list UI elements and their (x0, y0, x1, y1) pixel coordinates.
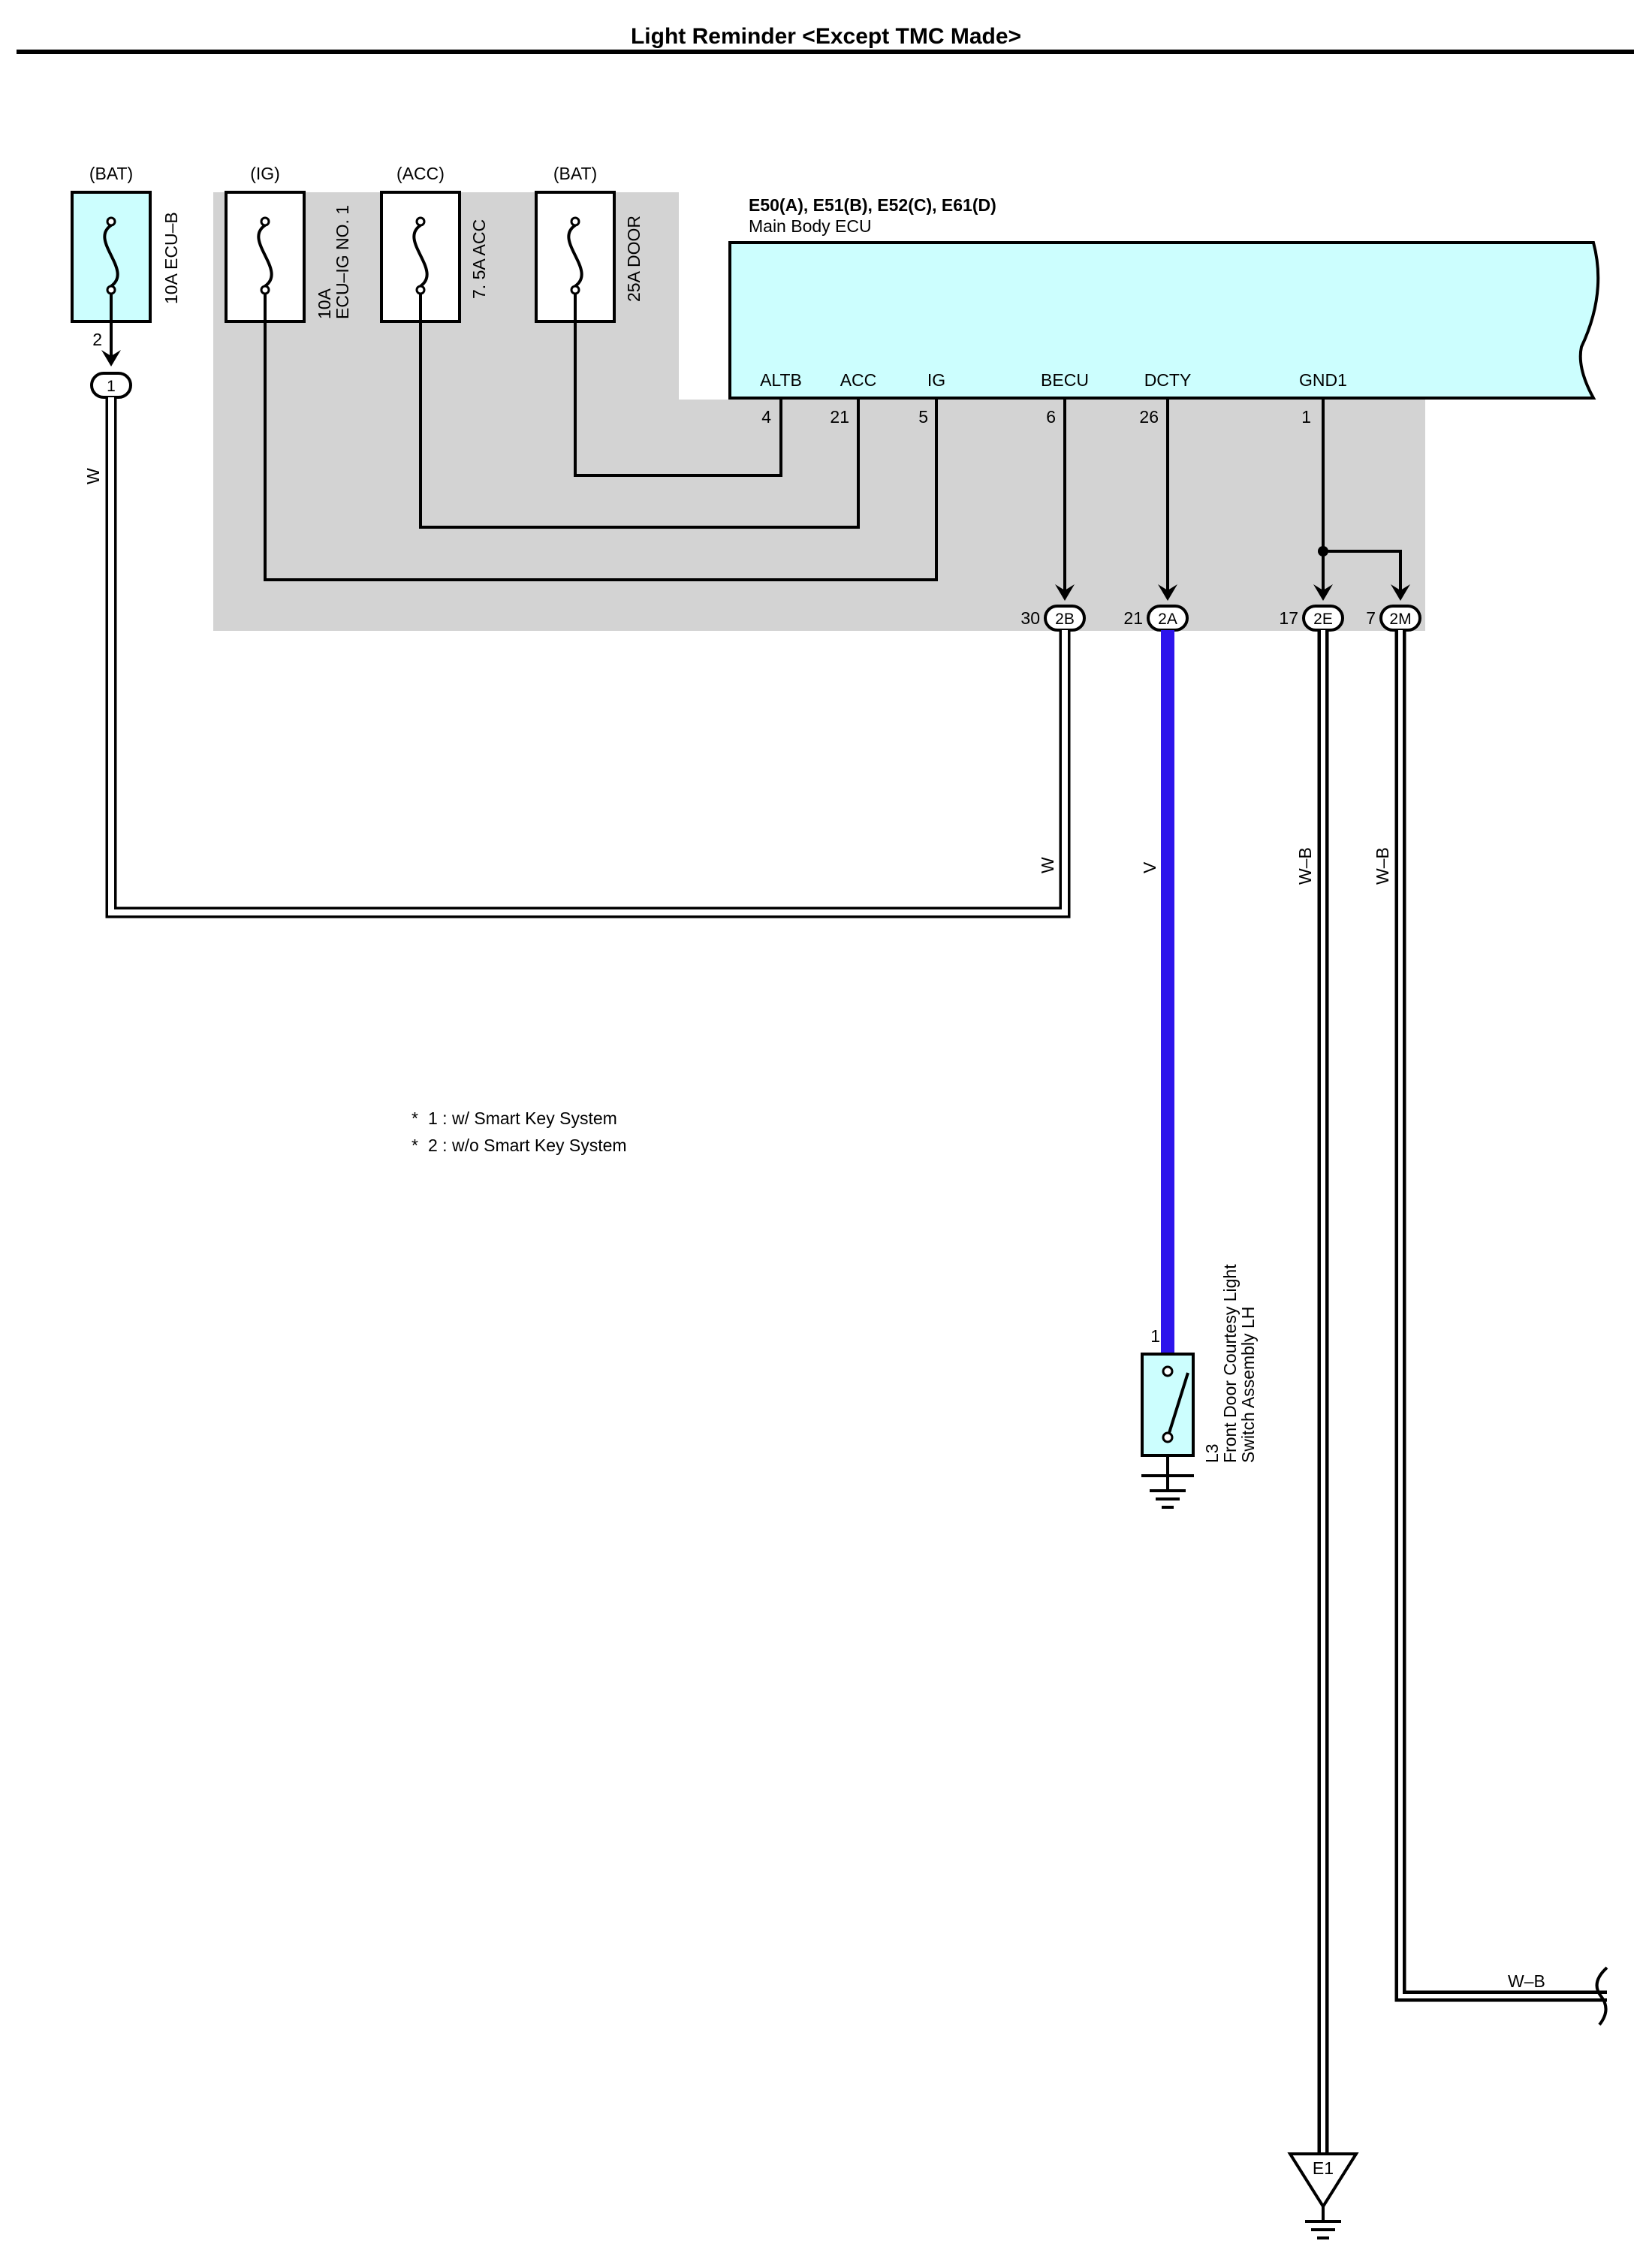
off-page-break-icon (1595, 1966, 1608, 2026)
note-1: 1 : w/ Smart Key System (428, 1108, 617, 1128)
title-rule (17, 50, 1634, 54)
fuse4-source: (BAT) (553, 164, 597, 183)
wire-ig-to-ig (264, 321, 938, 581)
fuse2-rating: 10A (315, 288, 334, 319)
pin-dcty: 26 (1139, 407, 1159, 427)
fuse1-rating: 10A ECU–B (161, 212, 181, 304)
pin-ig: 5 (918, 407, 928, 427)
fuse-door (535, 191, 616, 323)
fuse3-source: (ACC) (396, 164, 445, 183)
wire-wb-out-core (1398, 630, 1607, 1998)
wire-gnd1-out (1322, 400, 1402, 592)
junction-2m-pin: 7 (1366, 608, 1376, 628)
note-2: 2 : w/o Smart Key System (428, 1136, 627, 1155)
terminal-becu: BECU (1041, 370, 1089, 390)
switch-pin: 1 (1150, 1326, 1160, 1346)
terminal-acc: ACC (840, 370, 877, 390)
junction-2e-pin: 17 (1279, 608, 1298, 628)
wire-wb2-label: W–B (1373, 847, 1392, 885)
pin-altb: 4 (761, 407, 771, 427)
terminal-dcty: DCTY (1144, 370, 1192, 390)
wire-wb1-label: W–B (1295, 847, 1315, 885)
switch-contact-bottom-icon (1162, 1431, 1174, 1443)
arrow-2m-icon (1391, 584, 1410, 601)
ecu-connectors-label: E50(A), E51(B), E52(C), E61(D) (749, 195, 996, 215)
page-title: Light Reminder <Except TMC Made> (631, 24, 1021, 49)
fuse3-rating: 7. 5A ACC (469, 219, 489, 299)
wire-w-loop-core (108, 397, 1068, 915)
pin-gnd1: 1 (1301, 407, 1311, 427)
switch-lever-icon (1168, 1372, 1189, 1434)
junction-2b-label: 2B (1055, 611, 1075, 628)
gnd1-splice-dot (1318, 546, 1328, 556)
junction-2m-label: 2M (1389, 611, 1411, 628)
ground-e1 (1287, 2152, 1359, 2209)
note-2-asterisk: * (411, 1136, 418, 1155)
switch-code: L3 (1202, 1443, 1222, 1463)
junction-2a-label: 2A (1158, 611, 1177, 628)
fuse1-pin: 2 (92, 330, 102, 349)
wire-v-label: V (1140, 861, 1159, 873)
fuse2-name: ECU–IG NO. 1 (333, 205, 352, 319)
junction-1-label: 1 (107, 378, 116, 395)
ground-e1-label: E1 (1313, 2158, 1334, 2178)
arrow-2b-icon (1055, 584, 1075, 601)
switch-name-line2: Switch Assembly LH (1238, 1307, 1258, 1463)
junction-2b-pin: 30 (1020, 608, 1040, 628)
pin-becu: 6 (1046, 407, 1056, 427)
fuse-acc (380, 191, 461, 323)
wire-wb-out (1394, 630, 1607, 2002)
fuse2-source: (IG) (250, 164, 280, 183)
terminal-gnd1: GND1 (1299, 370, 1347, 390)
switch-name-line1: Front Door Courtesy Light (1220, 1264, 1240, 1463)
fuse-ecu-ig-no1 (225, 191, 306, 323)
switch-ground-icon (1150, 1489, 1186, 1509)
junction-2e-label: 2E (1313, 611, 1333, 628)
junction-2a-pin: 21 (1123, 608, 1143, 628)
switch-contact-top-icon (1162, 1365, 1174, 1377)
fuse1-source: (BAT) (89, 164, 133, 183)
main-body-ecu-box (728, 241, 1600, 400)
shaded-region (213, 192, 1425, 631)
wire-w-left-label: W (83, 468, 103, 484)
wire-acc-to-acc (419, 321, 860, 529)
terminal-ig: IG (927, 370, 945, 390)
ecu-name-label: Main Body ECU (749, 216, 872, 236)
wire-door-to-altb (574, 321, 782, 477)
arrow-2e-icon (1313, 584, 1333, 601)
terminal-altb: ALTB (760, 370, 802, 390)
fuse1-arrow-icon (101, 350, 121, 366)
fuse4-rating: 25A DOOR (624, 216, 644, 302)
note-1-asterisk: * (411, 1108, 418, 1128)
arrow-2a-icon (1158, 584, 1177, 601)
fuse-ecu-b (71, 191, 152, 323)
ground-e1-icon (1305, 2220, 1341, 2239)
wire-wb-out-label: W–B (1508, 1971, 1545, 1991)
wire-w-becu-label: W (1038, 857, 1057, 873)
pin-acc: 21 (830, 407, 849, 427)
